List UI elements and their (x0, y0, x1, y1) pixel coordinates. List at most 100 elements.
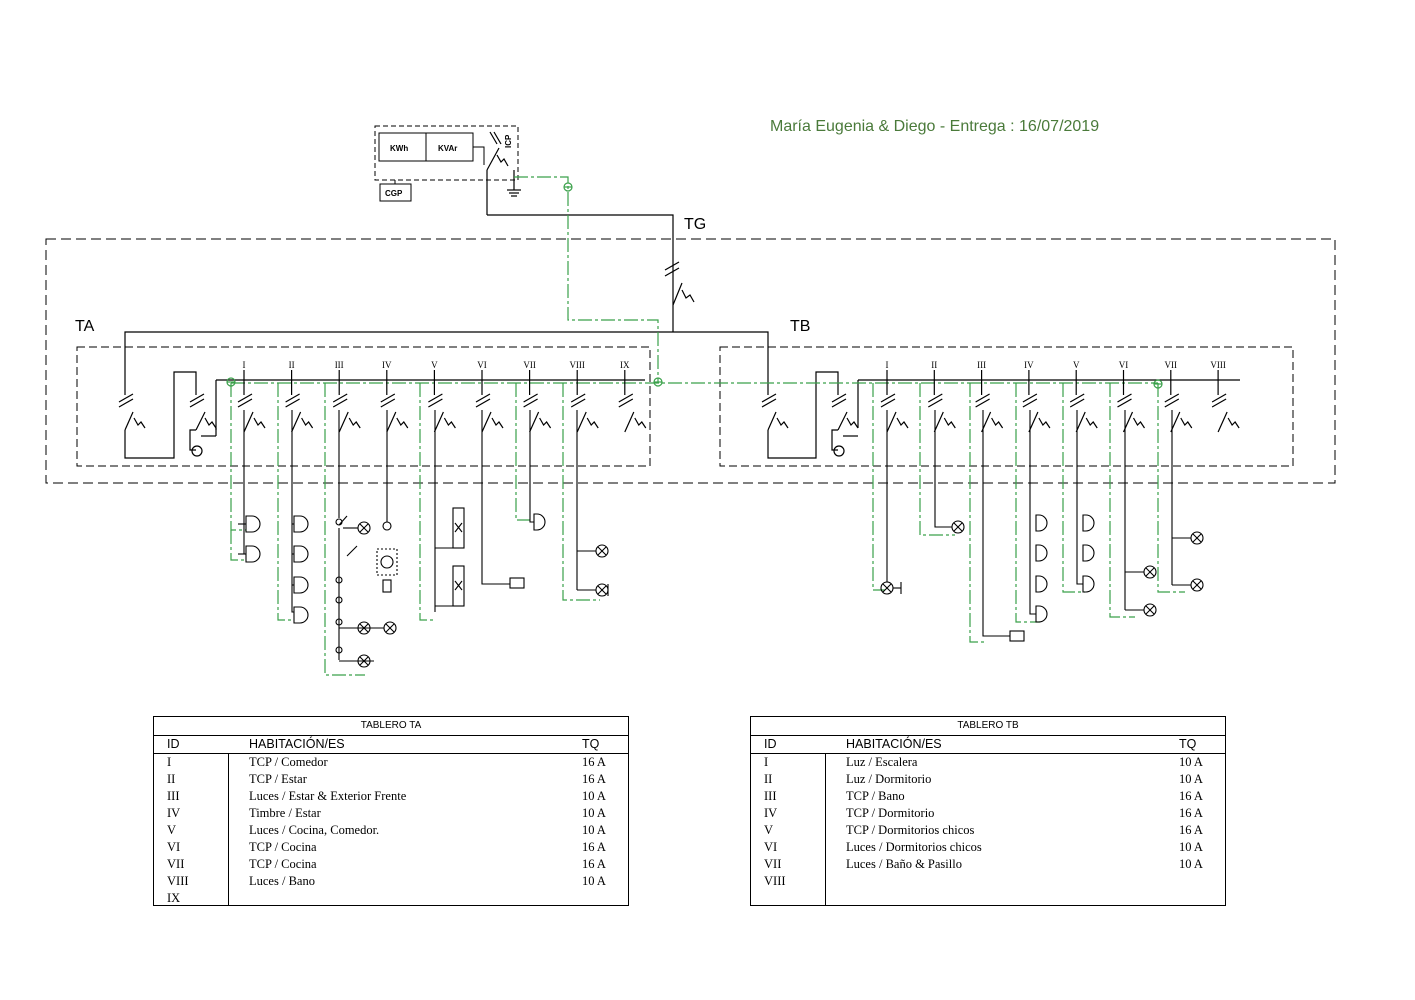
socket-outlet-icon (1035, 575, 1048, 593)
cgp-label: CGP (385, 189, 403, 198)
row-room: TCP / Comedor (249, 755, 328, 769)
circuit-label: V (431, 360, 438, 370)
header-room: HABITACIÓN/ES (249, 737, 345, 751)
circuit-breaker (1022, 370, 1051, 433)
fluorescent-icon (452, 565, 465, 607)
row-id: I (167, 755, 172, 769)
earth-conductor (230, 176, 1185, 676)
tg-frame (45, 238, 1336, 484)
table-ta-title: TABLERO TA (154, 717, 628, 736)
row-id: VIII (764, 874, 786, 888)
header-tq: TQ (1179, 737, 1197, 751)
lamp-icon (357, 521, 371, 535)
row-room: Timbre / Estar (249, 806, 321, 820)
doorbell-icon (376, 521, 398, 593)
header-room: HABITACIÓN/ES (846, 737, 942, 751)
row-tq: 10 A (1179, 857, 1203, 871)
header-id: ID (764, 737, 777, 751)
ta-frame (76, 346, 651, 467)
circuit-breaker (523, 370, 552, 433)
circuit-breaker (285, 370, 314, 433)
row-id: VII (167, 857, 185, 871)
row-tq: 16 A (1179, 823, 1203, 837)
socket-outlet-icon (293, 515, 309, 533)
circuit-breaker (380, 370, 409, 433)
lamp-icon (595, 544, 609, 558)
row-room: TCP / Cocina (249, 840, 317, 854)
row-id: VI (764, 840, 778, 854)
circuit-breaker (332, 370, 361, 433)
lamp-icon (951, 520, 965, 534)
row-room: TCP / Estar (249, 772, 307, 786)
circuit-label: II (289, 360, 295, 370)
socket-outlet-icon (293, 606, 309, 624)
table-tb-title: TABLERO TB (751, 717, 1225, 736)
circuit-label: I (243, 360, 246, 370)
row-room: TCP / Dormitorios chicos (846, 823, 975, 837)
circuit-label: II (931, 360, 937, 370)
lamp-icon (595, 583, 609, 597)
table-tb-header: ID HABITACIÓN/ES TQ (751, 736, 1225, 754)
row-room: Luz / Dormitorio (846, 772, 932, 786)
appliance-icon (509, 577, 525, 589)
row-room: Luces / Baño & Pasillo (846, 857, 962, 871)
socket-outlet-icon (1082, 544, 1095, 562)
circuit-label: VII (1165, 360, 1178, 370)
row-id: IV (764, 806, 778, 820)
row-tq: 16 A (1179, 789, 1203, 803)
row-room: Luces / Bano (249, 874, 315, 888)
row-room: TCP / Bano (846, 789, 905, 803)
table-row: V TCP / Dormitorios chicos 16 A (751, 822, 1225, 839)
row-id: VIII (167, 874, 189, 888)
socket-outlet-icon (533, 513, 546, 531)
row-id: V (764, 823, 774, 837)
circuit-label: VIII (1210, 360, 1226, 370)
distribution-bus (118, 331, 1240, 459)
table-divider (228, 753, 229, 905)
feeder-line (487, 214, 695, 332)
circuit-label: IV (1024, 360, 1034, 370)
socket-outlet-icon (293, 576, 309, 594)
circuit-breaker (570, 370, 599, 433)
row-room: TCP / Dormitorio (846, 806, 935, 820)
icp-switch (486, 131, 521, 215)
load-symbols (238, 410, 1204, 668)
earth-nodes (226, 182, 1163, 389)
socket-outlet-icon (293, 545, 309, 563)
circuit-breaker (1164, 370, 1193, 433)
circuit-breaker (975, 370, 1004, 433)
lamp-icon (383, 621, 397, 635)
lamp-icon (1143, 565, 1157, 579)
circuit-breaker (1211, 370, 1240, 433)
row-tq: 10 A (582, 789, 606, 803)
circuit-label: I (886, 360, 889, 370)
circuit-label: IX (620, 360, 630, 370)
lamp-icon (1143, 603, 1157, 617)
row-id: II (167, 772, 176, 786)
row-id: IX (167, 891, 181, 905)
circuit-label: VI (1119, 360, 1129, 370)
row-tq: 16 A (1179, 806, 1203, 820)
row-room: TCP / Cocina (249, 857, 317, 871)
circuit-label: V (1073, 360, 1080, 370)
circuit-breaker (428, 370, 456, 433)
row-tq: 16 A (582, 772, 606, 786)
circuit-breaker (475, 370, 504, 433)
circuit-label: VII (523, 360, 536, 370)
row-tq: 10 A (1179, 755, 1203, 769)
